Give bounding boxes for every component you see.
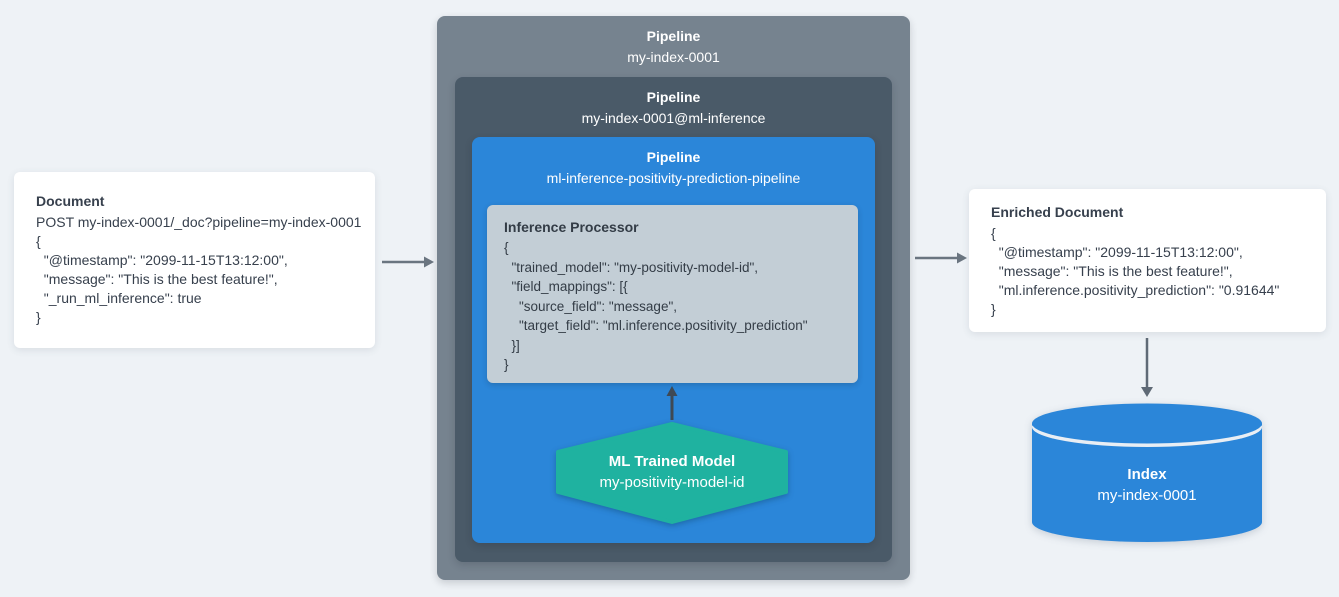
hexagon-icon bbox=[556, 422, 788, 524]
pipeline-outer-box: Pipeline my-index-0001 Pipeline my-index… bbox=[437, 16, 910, 580]
code-line: "source_field": "message", bbox=[504, 298, 677, 314]
code-line: } bbox=[36, 309, 41, 325]
document-json: POST my-index-0001/_doc?pipeline=my-inde… bbox=[36, 213, 362, 327]
code-line: "ml.inference.positivity_prediction": "0… bbox=[991, 282, 1280, 298]
pipeline-inner-name: ml-inference-positivity-prediction-pipel… bbox=[546, 170, 801, 186]
pipeline-mid-box: Pipeline my-index-0001@ml-inference Pipe… bbox=[455, 77, 892, 562]
code-line: "_run_ml_inference": true bbox=[36, 290, 202, 306]
index-labels: Index my-index-0001 bbox=[1032, 464, 1262, 507]
code-line: { bbox=[504, 240, 509, 255]
arrow-document-to-pipeline-icon bbox=[382, 256, 434, 268]
code-line: "trained_model": "my-positivity-model-id… bbox=[504, 259, 759, 275]
pipeline-mid-header: Pipeline my-index-0001@ml-inference bbox=[455, 77, 892, 127]
code-line: "message": "This is the best feature!", bbox=[36, 271, 278, 287]
database-cylinder-icon bbox=[1032, 403, 1262, 542]
ml-trained-model-node: ML Trained Model my-positivity-model-id bbox=[556, 422, 788, 524]
pipeline-inner-box: Pipeline ml-inference-positivity-predict… bbox=[472, 137, 875, 543]
code-line: { bbox=[991, 225, 996, 241]
document-card: Document POST my-index-0001/_doc?pipelin… bbox=[14, 172, 375, 348]
inference-processor-json: { "trained_model": "my-positivity-model-… bbox=[504, 238, 841, 375]
code-line: "@timestamp": "2099-11-15T13:12:00", bbox=[991, 244, 1243, 260]
code-line: "@timestamp": "2099-11-15T13:12:00", bbox=[36, 252, 288, 268]
pipeline-inner-header: Pipeline ml-inference-positivity-predict… bbox=[472, 137, 875, 187]
code-line: "message": "This is the best feature!", bbox=[991, 263, 1233, 279]
arrow-pipeline-to-enriched-icon bbox=[915, 252, 967, 264]
code-line: { bbox=[36, 233, 41, 249]
code-line: } bbox=[991, 301, 996, 317]
code-line: "field_mappings": [{ bbox=[504, 279, 628, 294]
pipeline-outer-label: Pipeline bbox=[646, 28, 701, 44]
document-card-title: Document bbox=[36, 193, 105, 209]
enriched-document-json: { "@timestamp": "2099-11-15T13:12:00", "… bbox=[991, 224, 1304, 319]
pipeline-mid-label: Pipeline bbox=[646, 89, 701, 105]
ml-trained-model-labels: ML Trained Model my-positivity-model-id bbox=[556, 422, 788, 524]
pipeline-inner-label: Pipeline bbox=[646, 149, 701, 165]
enriched-document-title: Enriched Document bbox=[991, 204, 1124, 220]
code-line: POST my-index-0001/_doc?pipeline=my-inde… bbox=[36, 214, 362, 230]
ml-trained-model-title: ML Trained Model bbox=[608, 453, 736, 470]
code-line: } bbox=[504, 357, 509, 372]
enriched-document-card: Enriched Document { "@timestamp": "2099-… bbox=[969, 189, 1326, 332]
pipeline-mid-name: my-index-0001@ml-inference bbox=[581, 110, 766, 126]
arrow-enriched-to-index-icon bbox=[1141, 338, 1153, 397]
arrow-model-to-processor-icon bbox=[666, 386, 678, 420]
index-name: my-index-0001 bbox=[1097, 487, 1197, 504]
code-line: }] bbox=[504, 337, 520, 353]
index-title: Index bbox=[1127, 466, 1167, 483]
code-line: "target_field": "ml.inference.positivity… bbox=[504, 318, 808, 333]
inference-processor-box: Inference Processor { "trained_model": "… bbox=[487, 205, 858, 383]
inference-processor-title: Inference Processor bbox=[504, 219, 639, 235]
pipeline-outer-name: my-index-0001 bbox=[627, 49, 720, 65]
pipeline-outer-header: Pipeline my-index-0001 bbox=[437, 16, 910, 66]
ml-trained-model-name: my-positivity-model-id bbox=[599, 474, 745, 491]
index-node: Index my-index-0001 bbox=[1032, 398, 1262, 550]
